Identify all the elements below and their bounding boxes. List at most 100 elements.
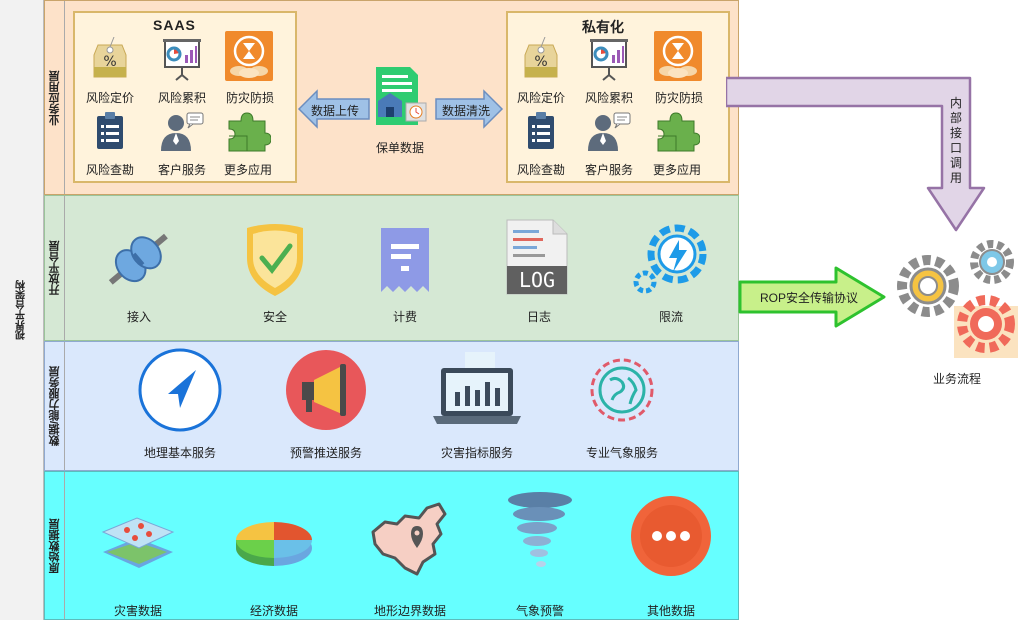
saas-disaster-prevention[interactable]: 防灾防损 xyxy=(223,31,277,107)
open-billing[interactable]: 计费 xyxy=(365,220,445,330)
presentation-board-icon xyxy=(163,39,201,81)
private-item-label: 风险累积 xyxy=(584,91,634,105)
raw-item-label: 地形边界数据 xyxy=(373,604,447,618)
open-layer: 开放平台层 接入 安全 计费 xyxy=(44,195,739,341)
app-layer-label-box: 业务应用层 xyxy=(45,1,65,194)
shield-check-icon xyxy=(247,224,303,296)
saas-item-label: 更多应用 xyxy=(223,163,273,177)
clean-arrow-label: 数据清洗 xyxy=(442,104,491,118)
log-file-icon: LOG xyxy=(505,218,569,296)
saas-title: SAAS xyxy=(153,17,196,33)
saas-group: SAAS % 风险定价 风险累积 xyxy=(73,11,297,183)
open-access[interactable]: 接入 xyxy=(99,220,179,330)
private-risk-survey[interactable]: 风险查勘 xyxy=(516,111,566,181)
clean-arrow: 数据清洗 xyxy=(434,89,504,129)
navigation-pointer-icon xyxy=(138,348,222,432)
open-item-label: 日志 xyxy=(526,310,552,324)
data-service-layer-label: 数据/能力服务层 xyxy=(48,365,61,447)
app-layer: 业务应用层 SAAS % 风险定价 xyxy=(44,0,739,195)
rop-arrow-label: ROP安全传输协议 xyxy=(760,291,859,305)
clipboard-icon xyxy=(97,112,123,149)
open-item-label: 安全 xyxy=(262,310,288,324)
raw-item-label: 经济数据 xyxy=(249,604,299,618)
private-item-label: 防灾防损 xyxy=(654,91,704,105)
private-item-label: 风险查勘 xyxy=(516,163,566,177)
raw-item-label: 其他数据 xyxy=(646,604,696,618)
3d-pie-chart-icon xyxy=(236,522,312,566)
saas-item-label: 风险定价 xyxy=(85,91,135,105)
open-layer-label: 开放平台层 xyxy=(48,240,61,296)
service-geo[interactable]: 地理基本服务 xyxy=(135,348,225,466)
private-more-apps[interactable]: 更多应用 xyxy=(652,111,702,181)
plug-connector-icon xyxy=(108,233,168,285)
service-weather[interactable]: 专业气象服务 xyxy=(577,348,667,466)
raw-weather-alert[interactable]: 气象预警 xyxy=(501,490,579,618)
service-alert-push[interactable]: 预警推送服务 xyxy=(281,348,371,466)
data-service-layer-label-box: 数据/能力服务层 xyxy=(45,342,65,470)
open-item-label: 限流 xyxy=(658,310,684,324)
rop-arrow: ROP安全传输协议 xyxy=(738,266,888,328)
private-risk-pricing[interactable]: % 风险定价 xyxy=(517,37,565,107)
business-flow-label: 业务流程 xyxy=(932,372,982,386)
private-group: 私有化 % 风险定价 风险累积 xyxy=(506,11,730,183)
layered-map-icon xyxy=(101,517,175,568)
service-disaster-index[interactable]: 灾害指标服务 xyxy=(427,348,527,466)
saas-risk-pricing[interactable]: % 风险定价 xyxy=(85,37,135,107)
raw-disaster-data[interactable]: 灾害数据 xyxy=(97,496,179,618)
customer-service-icon xyxy=(161,112,204,151)
price-tag-icon: % xyxy=(93,37,127,78)
saas-risk-accum[interactable]: 风险累积 xyxy=(157,37,207,107)
app-layer-label: 业务应用层 xyxy=(48,70,61,125)
puzzle-icon xyxy=(228,112,271,152)
open-item-label: 接入 xyxy=(126,310,152,324)
hourglass-coins-icon xyxy=(654,31,702,81)
raw-terrain-data[interactable]: 地形边界数据 xyxy=(365,496,455,618)
architecture-column: 视界平台架构 xyxy=(0,0,44,620)
saas-item-label: 风险查勘 xyxy=(85,163,135,177)
raw-other-data[interactable]: 其他数据 xyxy=(629,496,713,618)
open-rate-limit[interactable]: 限流 xyxy=(629,218,713,330)
open-security[interactable]: 安全 xyxy=(235,220,315,330)
upload-arrow: 数据上传 xyxy=(297,89,373,129)
private-customer-service[interactable]: 客户服务 xyxy=(585,111,633,181)
open-log[interactable]: LOG 日志 xyxy=(499,218,579,330)
saas-item-label: 防灾防损 xyxy=(225,91,275,105)
private-risk-accum[interactable]: 风险累积 xyxy=(584,37,634,107)
service-item-label: 预警推送服务 xyxy=(289,446,363,460)
service-item-label: 灾害指标服务 xyxy=(440,446,514,460)
policy-data-label: 保单数据 xyxy=(375,141,425,155)
puzzle-icon xyxy=(657,112,700,152)
policy-data[interactable]: 保单数据 xyxy=(365,63,435,159)
tornado-icon xyxy=(508,492,572,567)
internal-call-label: 内部接口调用 xyxy=(950,96,963,185)
customer-service-icon xyxy=(588,112,631,151)
upload-arrow-label: 数据上传 xyxy=(311,104,360,118)
hourglass-coins-icon xyxy=(225,31,273,81)
saas-customer-service[interactable]: 客户服务 xyxy=(158,111,206,181)
china-map-pin-icon xyxy=(371,502,447,576)
open-item-label: 计费 xyxy=(392,310,418,324)
gear-lightning-icon xyxy=(633,224,707,294)
saas-item-label: 风险累积 xyxy=(157,91,207,105)
raw-data-layer-label-box: 原始数据层 xyxy=(45,472,65,619)
data-service-layer: 数据/能力服务层 地理基本服务 预警推送服务 灾害 xyxy=(44,341,739,471)
saas-risk-survey[interactable]: 风险查勘 xyxy=(85,111,135,181)
private-item-label: 更多应用 xyxy=(652,163,702,177)
internal-call-arrow: 内部接口调用 xyxy=(726,72,996,234)
private-disaster-prevention[interactable]: 防灾防损 xyxy=(652,31,706,107)
business-flow[interactable]: 业务流程 xyxy=(892,236,1022,386)
open-layer-label-box: 开放平台层 xyxy=(45,196,65,340)
globe-icon xyxy=(590,358,654,422)
raw-item-label: 灾害数据 xyxy=(113,604,163,618)
raw-economic-data[interactable]: 经济数据 xyxy=(231,496,317,618)
log-badge-text: LOG xyxy=(518,268,556,292)
megaphone-icon xyxy=(286,350,366,430)
saas-more-apps[interactable]: 更多应用 xyxy=(223,111,273,181)
laptop-chart-icon xyxy=(433,352,521,424)
raw-data-layer: 原始数据层 灾害数据 经济数据 地形边界数据 xyxy=(44,471,739,620)
clipboard-icon xyxy=(528,112,554,149)
service-item-label: 地理基本服务 xyxy=(143,446,217,460)
svg-text:%: % xyxy=(103,54,116,70)
raw-item-label: 气象预警 xyxy=(515,604,565,618)
gears-icon xyxy=(897,240,1018,358)
